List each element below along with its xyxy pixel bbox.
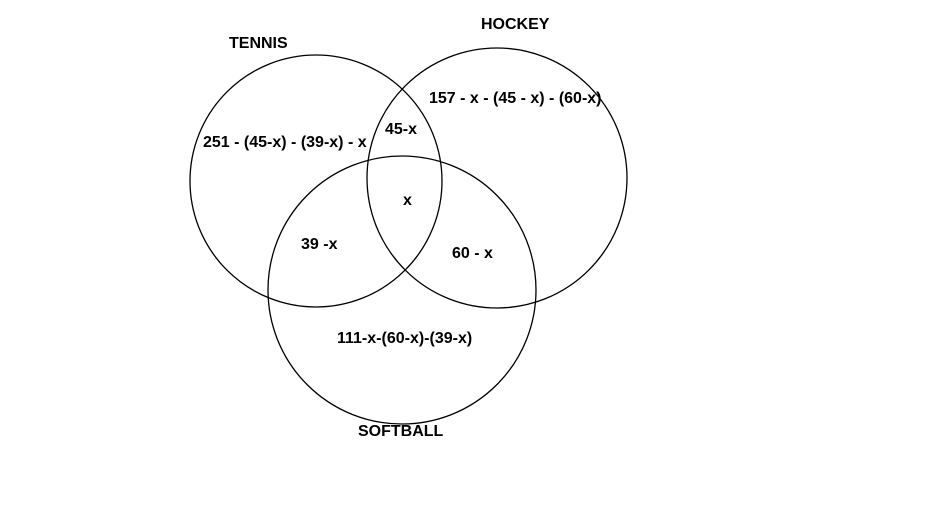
region-all-three: x bbox=[403, 192, 412, 209]
tennis-circle bbox=[189, 54, 443, 308]
region-hockey-softball: 60 - x bbox=[452, 245, 493, 262]
softball-circle bbox=[267, 155, 537, 425]
region-tennis-softball: 39 -x bbox=[301, 236, 338, 253]
hockey-circle bbox=[366, 47, 628, 309]
softball-label: SOFTBALL bbox=[358, 423, 444, 440]
region-tennis-hockey: 45-x bbox=[385, 121, 418, 138]
region-tennis-only: 251 - (45-x) - (39-x) - x bbox=[203, 134, 367, 151]
hockey-label: HOCKEY bbox=[481, 16, 550, 33]
region-hockey-only: 157 - x - (45 - x) - (60-x) bbox=[429, 90, 602, 107]
region-softball-only: 111-x-(60-x)-(39-x) bbox=[337, 330, 473, 347]
tennis-label: TENNIS bbox=[229, 35, 288, 52]
